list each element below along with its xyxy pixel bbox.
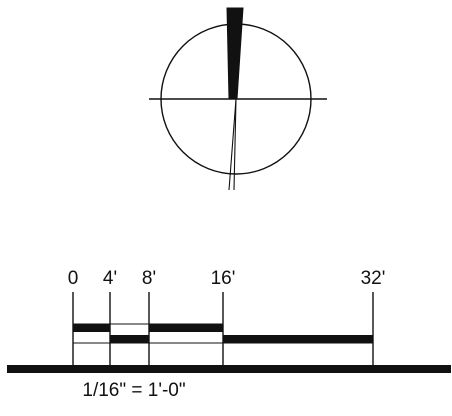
scale-segment-16-32 (223, 335, 373, 343)
scale-segment-8-16 (149, 324, 223, 332)
scale-segment-0-4 (73, 324, 110, 332)
graphic-scale-bar (7, 292, 451, 373)
north-arrow-pointer (226, 7, 244, 100)
north-arrow-tail-left (228, 98, 237, 191)
scale-label-0: 0 (68, 268, 79, 289)
scale-ratio-text: 1/16" = 1'-0" (82, 380, 185, 401)
scale-segment-4-8 (110, 335, 149, 343)
north-arrow-icon (149, 7, 327, 191)
scale-label-4: 4' (103, 268, 117, 289)
scale-label-16: 16' (211, 268, 236, 289)
scale-baseline (7, 365, 451, 373)
scale-label-8: 8' (142, 268, 156, 289)
north-arrow-tail-right (233, 98, 237, 191)
scale-label-32: 32' (361, 268, 386, 289)
